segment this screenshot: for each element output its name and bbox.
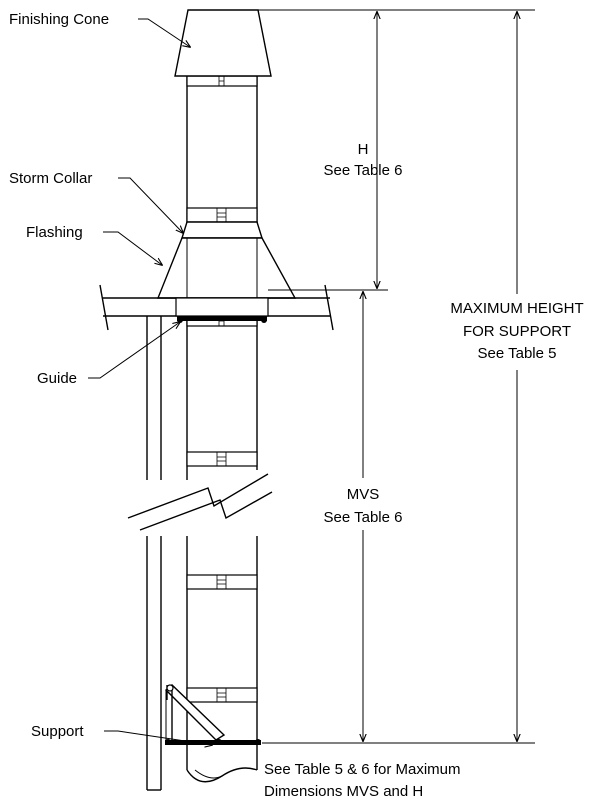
- finishing-cone-label: Finishing Cone: [9, 11, 109, 28]
- flashing-label: Flashing: [26, 224, 83, 241]
- storm-collar-label: Storm Collar: [9, 170, 92, 187]
- dimension-h: [258, 9, 535, 291]
- band-fasteners: [216, 76, 227, 702]
- wall-column: [146, 316, 162, 791]
- h-dimension-label: H: [358, 141, 369, 158]
- leader-lines: [88, 18, 212, 745]
- chimney-pipe: [186, 76, 258, 783]
- roof-deck: [99, 284, 334, 331]
- max-height-reference: See Table 5: [478, 345, 557, 362]
- max-height-label-line2: FOR SUPPORT: [463, 323, 571, 340]
- storm-collar: [181, 221, 263, 239]
- support-label: Support: [31, 723, 84, 740]
- break-line: [120, 473, 280, 536]
- mvs-dimension-label: MVS: [347, 486, 380, 503]
- max-height-label-line1: MAXIMUM HEIGHT: [450, 300, 583, 317]
- h-dimension-reference: See Table 6: [324, 162, 403, 179]
- footnote-line2: Dimensions MVS and H: [264, 783, 423, 800]
- mvs-dimension-reference: See Table 6: [324, 509, 403, 526]
- guide-label: Guide: [37, 370, 77, 387]
- flashing: [156, 237, 297, 299]
- pipe-bands: [186, 75, 258, 703]
- footnote-line1: See Table 5 & 6 for Maximum: [264, 761, 460, 778]
- finishing-cone: [174, 9, 272, 77]
